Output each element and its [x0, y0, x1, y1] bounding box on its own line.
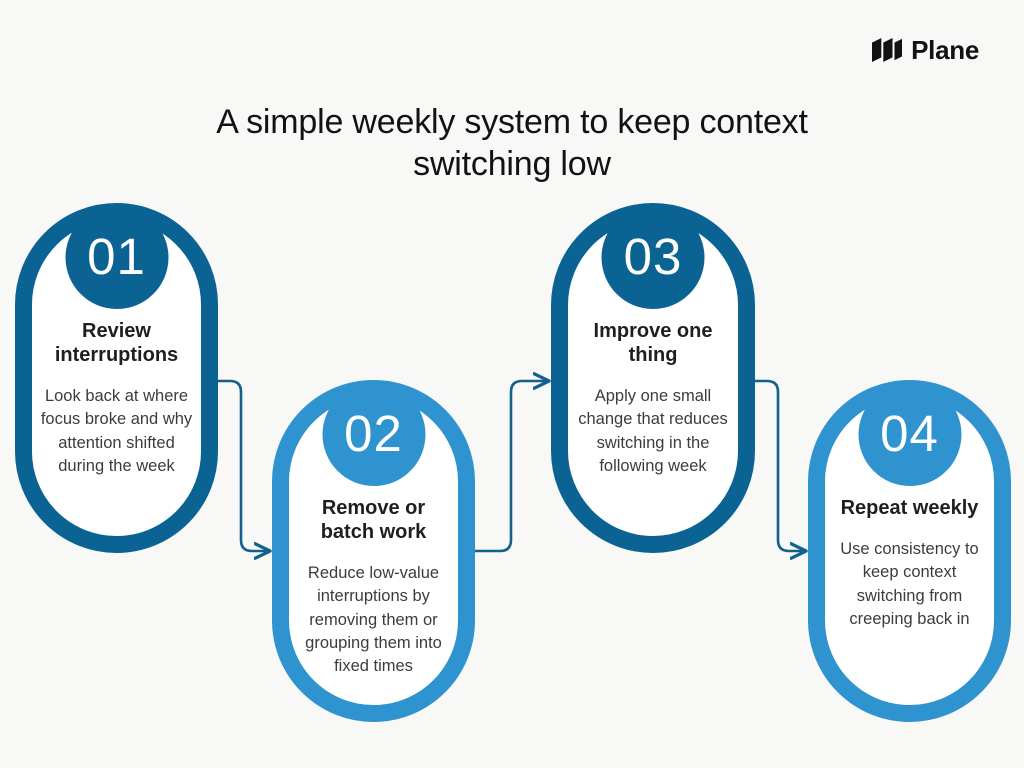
brand-logo: Plane [872, 33, 979, 67]
connector-3-to-4 [753, 379, 804, 551]
step-card-04[interactable]: 04 Repeat weekly Use consistency to keep… [808, 380, 1011, 722]
step-title: Improve one thing [593, 320, 713, 366]
step-card-body: Repeat weekly Use consistency to keep co… [825, 488, 994, 705]
connector-2-to-3 [473, 381, 547, 553]
step-card-03[interactable]: 03 Improve one thing Apply one small cha… [551, 203, 755, 553]
step-description: Look back at where focus broke and why a… [40, 387, 193, 475]
step-title: Remove or batch work [320, 497, 427, 543]
step-number-badge: 02 [322, 383, 425, 486]
connector-1-to-2 [216, 379, 268, 551]
step-description: Apply one small change that reduces swit… [578, 387, 728, 475]
step-card-01[interactable]: 01 Review interruptions Look back at whe… [15, 203, 218, 553]
step-description: Reduce low-value interruptions by removi… [305, 564, 442, 675]
step-title: Review interruptions [54, 320, 179, 366]
step-number-badge: 04 [858, 383, 961, 486]
step-description: Use consistency to keep context switchin… [840, 540, 979, 628]
step-number-badge: 03 [601, 206, 705, 309]
step-card-body: Improve one thing Apply one small change… [568, 311, 738, 536]
brand-name: Plane [911, 35, 979, 65]
step-card-body: Review interruptions Look back at where … [32, 311, 201, 536]
step-card-body: Remove or batch work Reduce low-value in… [289, 488, 458, 705]
plane-logo-icon [872, 38, 903, 62]
page-title: A simple weekly system to keep context s… [216, 102, 808, 183]
step-card-02[interactable]: 02 Remove or batch work Reduce low-value… [272, 380, 475, 722]
step-title: Repeat weekly [840, 497, 979, 519]
step-number-badge: 01 [65, 206, 168, 309]
